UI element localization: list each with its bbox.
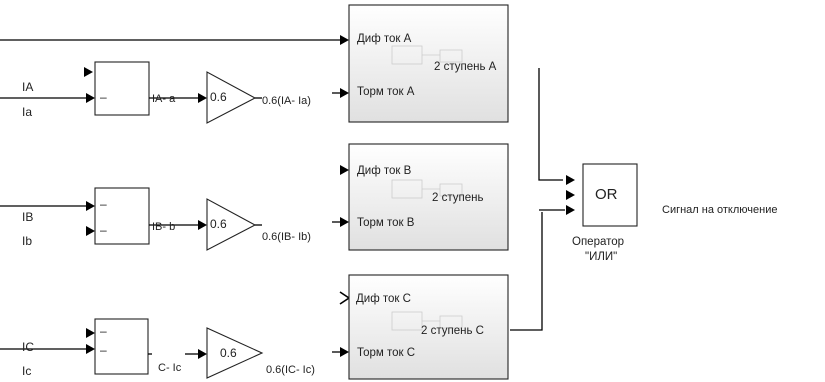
gain-output-label-b: 0.6(IB- Ib) (262, 231, 311, 243)
input-arrow-ic-top (86, 328, 95, 338)
sum-block-a[interactable] (94, 61, 150, 116)
input-arrow-ib (86, 201, 95, 211)
gain-block-b[interactable] (206, 198, 257, 251)
output-wire-c (510, 212, 543, 331)
sum-block-b[interactable] (94, 187, 150, 245)
port-label-diff-b: Диф ток B (357, 165, 412, 177)
or-caption-line1: Оператор (572, 236, 625, 248)
port-chevron-diff-c (339, 291, 351, 305)
or-block-label: OR (595, 186, 618, 203)
input-arrow-ia (86, 93, 95, 103)
input-label-top-b: IB (22, 210, 34, 224)
sum-sign-bottom-b: – (100, 223, 107, 237)
stage-label-b: 2 ступень (432, 192, 484, 204)
diff-signal-label-c: C- Ic (158, 362, 182, 374)
port-arrow-brake-c (340, 347, 349, 357)
gain-input-arrow-a (198, 93, 207, 103)
stage-label-c: 2 ступень C (421, 325, 484, 337)
phase-b-group (0, 143, 509, 251)
subsystem-inner-icon-b (391, 179, 463, 199)
input-label-bottom-c: Ic (22, 364, 32, 378)
diff-signal-label-a: IA- a (152, 93, 176, 105)
input-arrow-ib-bottom (86, 226, 95, 236)
input-arrow-ic (86, 344, 95, 354)
input-label-bottom-a: Ia (22, 105, 33, 119)
sum-sign-top-c: – (100, 324, 107, 338)
input-label-top-c: IC (22, 340, 34, 354)
sum-block-c[interactable] (94, 318, 149, 375)
port-arrow-brake-a (340, 88, 349, 98)
subsystem-block-c[interactable] (348, 274, 509, 380)
subsystem-block-b[interactable] (348, 143, 509, 251)
or-block[interactable] (582, 163, 638, 227)
gain-value-a: 0.6 (210, 90, 227, 104)
port-label-diff-c: Диф ток C (356, 293, 411, 305)
gain-value-c: 0.6 (220, 346, 237, 360)
or-input-arrow-3 (566, 205, 575, 215)
port-arrow-diff-a (340, 35, 349, 45)
port-label-brake-b: Торм ток B (357, 217, 415, 229)
input-arrow-ia-top (84, 67, 93, 77)
or-input-arrow-1 (566, 175, 575, 185)
port-label-brake-a: Торм ток A (357, 86, 415, 98)
subsystem-inner-icon-c (391, 311, 463, 331)
gain-output-label-c: 0.6(IC- Ic) (266, 364, 315, 376)
sum-sign-a: – (100, 90, 107, 104)
sum-sign-top-b: – (100, 197, 107, 211)
input-label-bottom-b: Ib (22, 234, 33, 248)
gain-input-arrow-c (198, 349, 207, 359)
phase-a-group (0, 4, 509, 124)
gain-block-c[interactable] (206, 327, 264, 379)
output-wire-a (538, 68, 563, 181)
output-signal-label: Сигнал на отключение (662, 204, 778, 216)
input-label-top-a: IA (22, 80, 34, 94)
stage-label-a: 2 ступень A (434, 61, 497, 73)
gain-output-label-a: 0.6(IA- Ia) (262, 95, 311, 107)
gain-value-b: 0.6 (210, 217, 227, 231)
gain-input-arrow-b (198, 220, 207, 230)
diff-signal-label-b: IB- b (152, 221, 176, 233)
sum-sign-bottom-c: – (100, 343, 107, 357)
subsystem-block-a[interactable] (348, 4, 509, 123)
gain-block-a[interactable] (206, 71, 257, 124)
subsystem-inner-icon-a (391, 45, 463, 65)
phase-c-group (0, 274, 509, 380)
or-caption-line2: "ИЛИ" (585, 251, 618, 263)
port-arrow-brake-b (340, 217, 349, 227)
port-label-diff-a: Диф ток A (357, 33, 412, 45)
port-label-brake-c: Торм ток C (357, 347, 416, 359)
or-input-arrow-2 (566, 190, 575, 200)
port-arrow-diff-b (340, 165, 349, 175)
